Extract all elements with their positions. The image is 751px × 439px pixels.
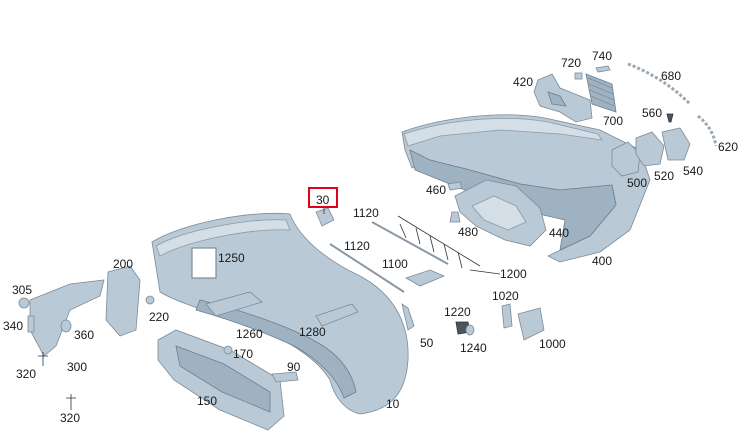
clip-720[interactable] <box>574 72 583 80</box>
clip-480[interactable] <box>449 211 461 223</box>
sensor-1240[interactable] <box>465 324 475 336</box>
label-1250[interactable]: 1250 <box>218 251 245 265</box>
bracket-300[interactable] <box>29 279 105 357</box>
clip-560[interactable] <box>666 113 674 123</box>
label-10[interactable]: 10 <box>386 397 400 411</box>
clip-305[interactable] <box>18 297 30 309</box>
label-1220[interactable]: 1220 <box>444 305 471 319</box>
label-90[interactable]: 90 <box>287 360 301 374</box>
label-150[interactable]: 150 <box>197 394 217 408</box>
label-1100[interactable]: 1100 <box>382 257 408 271</box>
bracket-420[interactable] <box>533 73 593 123</box>
cover-1000[interactable] <box>517 307 545 341</box>
screw-320-b[interactable] <box>66 394 76 410</box>
rod-1120-b[interactable] <box>329 243 405 293</box>
clip-460[interactable] <box>447 181 463 191</box>
bracket-200[interactable] <box>105 265 141 337</box>
label-320-a[interactable]: 320 <box>16 367 36 381</box>
label-620[interactable]: 620 <box>718 140 738 154</box>
label-1280[interactable]: 1280 <box>299 325 326 339</box>
cover-90[interactable] <box>271 371 299 383</box>
clip-170[interactable] <box>223 345 233 355</box>
holder-1020[interactable] <box>501 303 513 329</box>
trim-1260[interactable] <box>205 291 263 317</box>
part-30[interactable] <box>315 207 335 227</box>
label-340[interactable]: 340 <box>3 319 23 333</box>
label-1260[interactable]: 1260 <box>236 327 263 341</box>
label-480[interactable]: 480 <box>458 225 478 239</box>
clip-340[interactable] <box>27 315 35 333</box>
grille-700[interactable] <box>585 73 617 113</box>
screw-740[interactable] <box>595 65 611 73</box>
leader-lines <box>323 208 501 275</box>
wiring-harness-1200[interactable] <box>397 215 481 269</box>
label-680[interactable]: 680 <box>661 69 681 83</box>
label-460[interactable]: 460 <box>426 183 446 197</box>
label-360[interactable]: 360 <box>74 328 94 342</box>
connector-1100[interactable] <box>405 269 446 287</box>
label-1120-b[interactable]: 1120 <box>344 239 370 253</box>
sensor-500[interactable] <box>611 141 641 177</box>
label-305[interactable]: 305 <box>12 283 32 297</box>
screw-320-a[interactable] <box>38 352 48 366</box>
impact-beam-150[interactable] <box>157 329 285 431</box>
label-540[interactable]: 540 <box>683 164 703 178</box>
sensor-520[interactable] <box>635 131 665 167</box>
trim-strip-680[interactable] <box>627 62 692 106</box>
trim-strip-620[interactable] <box>697 114 718 147</box>
label-560[interactable]: 560 <box>642 106 662 120</box>
label-400[interactable]: 400 <box>592 254 612 268</box>
label-1240[interactable]: 1240 <box>460 341 487 355</box>
label-170[interactable]: 170 <box>233 347 253 361</box>
label-300[interactable]: 300 <box>67 360 87 374</box>
label-1000[interactable]: 1000 <box>539 337 566 351</box>
clip-360[interactable] <box>60 319 72 333</box>
label-320-b[interactable]: 320 <box>60 411 80 425</box>
clip-220[interactable] <box>145 295 155 305</box>
selection-highlight <box>308 187 338 208</box>
label-720[interactable]: 720 <box>561 56 581 70</box>
label-440[interactable]: 440 <box>549 226 569 240</box>
label-1020[interactable]: 1020 <box>492 289 519 303</box>
label-500[interactable]: 500 <box>627 176 647 190</box>
trim-1280[interactable] <box>315 303 359 327</box>
label-200[interactable]: 200 <box>113 257 133 271</box>
trim-50[interactable] <box>401 303 415 331</box>
label-220[interactable]: 220 <box>149 310 169 324</box>
rod-1120-a[interactable] <box>371 221 449 265</box>
carrier-440[interactable] <box>454 179 547 247</box>
sensor-540[interactable] <box>661 127 691 161</box>
label-420[interactable]: 420 <box>513 75 533 89</box>
label-50[interactable]: 50 <box>420 336 434 350</box>
label-740[interactable]: 740 <box>592 49 612 63</box>
label-1200[interactable]: 1200 <box>500 267 527 281</box>
label-30[interactable]: 30 <box>316 193 330 207</box>
label-520[interactable]: 520 <box>654 169 674 183</box>
label-1120-a[interactable]: 1120 <box>353 206 379 220</box>
label-700[interactable]: 700 <box>603 114 623 128</box>
